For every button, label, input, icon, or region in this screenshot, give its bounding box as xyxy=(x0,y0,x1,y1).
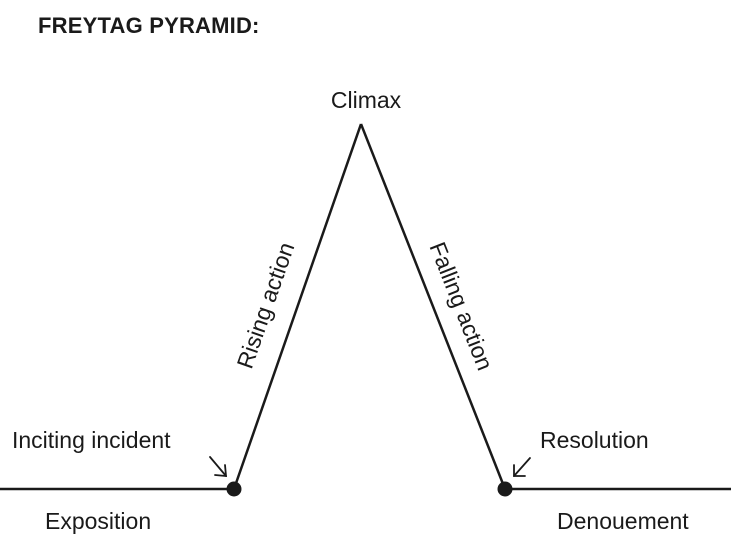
resolution-arrow xyxy=(513,457,531,477)
rising-action-segment xyxy=(232,123,363,490)
plot-line xyxy=(0,123,731,491)
resolution-point xyxy=(497,481,513,497)
resolution-label: Resolution xyxy=(540,427,649,453)
denouement-label: Denouement xyxy=(557,508,689,534)
rising-action-label: Rising action xyxy=(232,239,300,372)
inciting-incident-arrow xyxy=(209,456,227,477)
falling-action-label: Falling action xyxy=(425,238,499,374)
inciting-incident-label: Inciting incident xyxy=(12,427,171,453)
inciting-incident-point xyxy=(226,481,242,497)
falling-action-segment xyxy=(359,123,507,490)
diagram-title: FREYTAG PYRAMID: xyxy=(38,13,260,38)
climax-label: Climax xyxy=(331,87,402,113)
exposition-label: Exposition xyxy=(45,508,151,534)
